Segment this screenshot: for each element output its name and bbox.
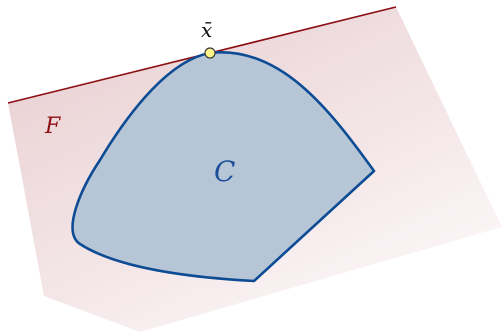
set-label: C xyxy=(214,155,235,188)
convex-set-shape xyxy=(71,51,376,283)
contact-point-marker xyxy=(204,47,216,59)
point-label: x̄ xyxy=(201,18,212,42)
halfspace-label: F xyxy=(44,114,61,139)
